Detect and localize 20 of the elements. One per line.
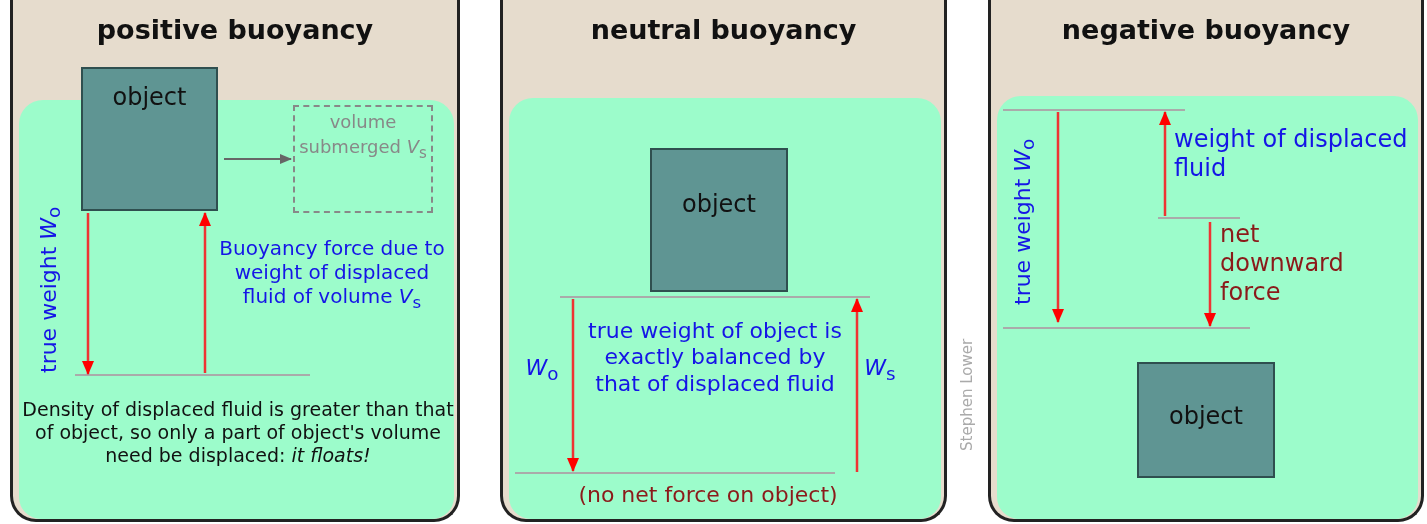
force-label: weight of displaced fluid xyxy=(1174,125,1409,184)
object-block: object xyxy=(81,67,218,211)
beaker-panel xyxy=(988,0,1424,522)
explanation-text: Density of displaced fluid is greater than that of object, so only a part of object's volume need be displaced: it floats! xyxy=(21,398,455,468)
panel-title: positive buoyancy xyxy=(95,14,375,45)
force-label: W$_{o}$ xyxy=(524,355,560,385)
object-block: object xyxy=(650,148,788,292)
beaker-panel xyxy=(500,0,947,522)
arrow xyxy=(223,154,292,164)
panel-title: neutral buoyancy xyxy=(589,14,858,45)
result-note: (no net force on object) xyxy=(577,482,839,509)
explanation-text: true weight of object is exactly balanced by that of displaced fluid xyxy=(587,318,843,398)
force-label: W$_{s}$ xyxy=(863,355,897,385)
panel-title: negative buoyancy xyxy=(1060,14,1352,45)
beaker-panel xyxy=(10,0,460,522)
force-label: Buoyancy force due to weight of displaced fluid of volume V$_{s}$ xyxy=(218,236,446,314)
object-block: object xyxy=(1137,362,1275,478)
author-credit: Stephen Lower xyxy=(958,337,977,454)
submerged-volume-outline: volume submerged V$_{s}$ xyxy=(293,105,433,213)
force-label: net downward force xyxy=(1220,220,1345,308)
